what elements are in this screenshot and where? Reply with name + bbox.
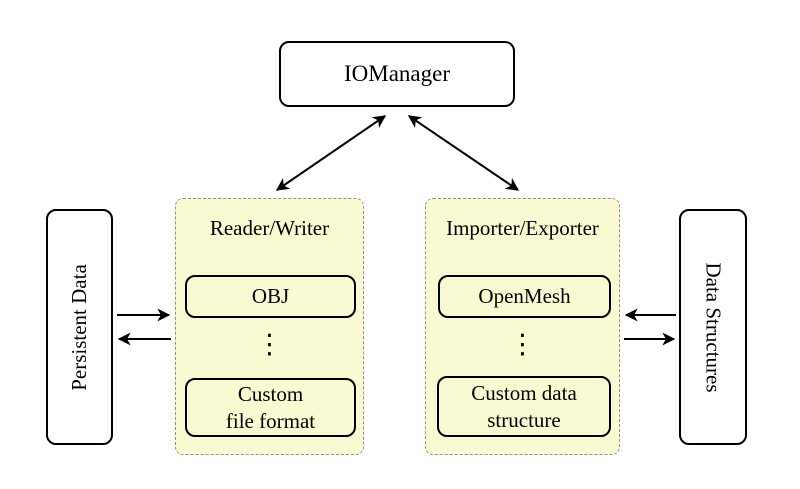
obj-node: OBJ <box>185 275 356 318</box>
reader-writer-group: Reader/Writer OBJ ⋮ Custom file format <box>175 198 364 455</box>
importer-exporter-group: Importer/Exporter OpenMesh ⋮ Custom data… <box>425 198 620 455</box>
obj-label-line1: OBJ <box>251 284 290 308</box>
persistent-data-node: Persistent Data <box>46 209 113 445</box>
reader-writer-group-title: Reader/Writer <box>209 216 330 240</box>
custom-file-format-line2: file format <box>225 408 316 433</box>
vdots-icon: ⋮ <box>509 329 536 360</box>
vdots-icon: ⋮ <box>256 329 283 360</box>
edge-iomanager-importerexporter-arrow <box>407 115 520 191</box>
openmesh-label-line1: OpenMesh <box>478 284 571 308</box>
custom-file-format-node: Custom file format <box>185 378 356 437</box>
data-structures-node: Data Structures <box>679 209 747 445</box>
importer-exporter-group-title: Importer/Exporter <box>446 216 599 240</box>
openmesh-node: OpenMesh <box>438 275 611 318</box>
iomanager-node: IOManager <box>279 41 515 107</box>
persistent-data-label: Persistent Data <box>67 263 91 391</box>
custom-data-structure-line1: Custom data <box>471 380 577 405</box>
custom-data-structure-line2: structure <box>487 407 561 432</box>
data-structures-label: Data Structures <box>701 261 726 393</box>
custom-file-format-line1: Custom <box>237 381 304 406</box>
edge-iomanager-readerwriter-arrow <box>275 115 387 191</box>
iomanager-label: IOManager <box>343 61 450 86</box>
custom-data-structure-node: Custom data structure <box>437 376 611 437</box>
